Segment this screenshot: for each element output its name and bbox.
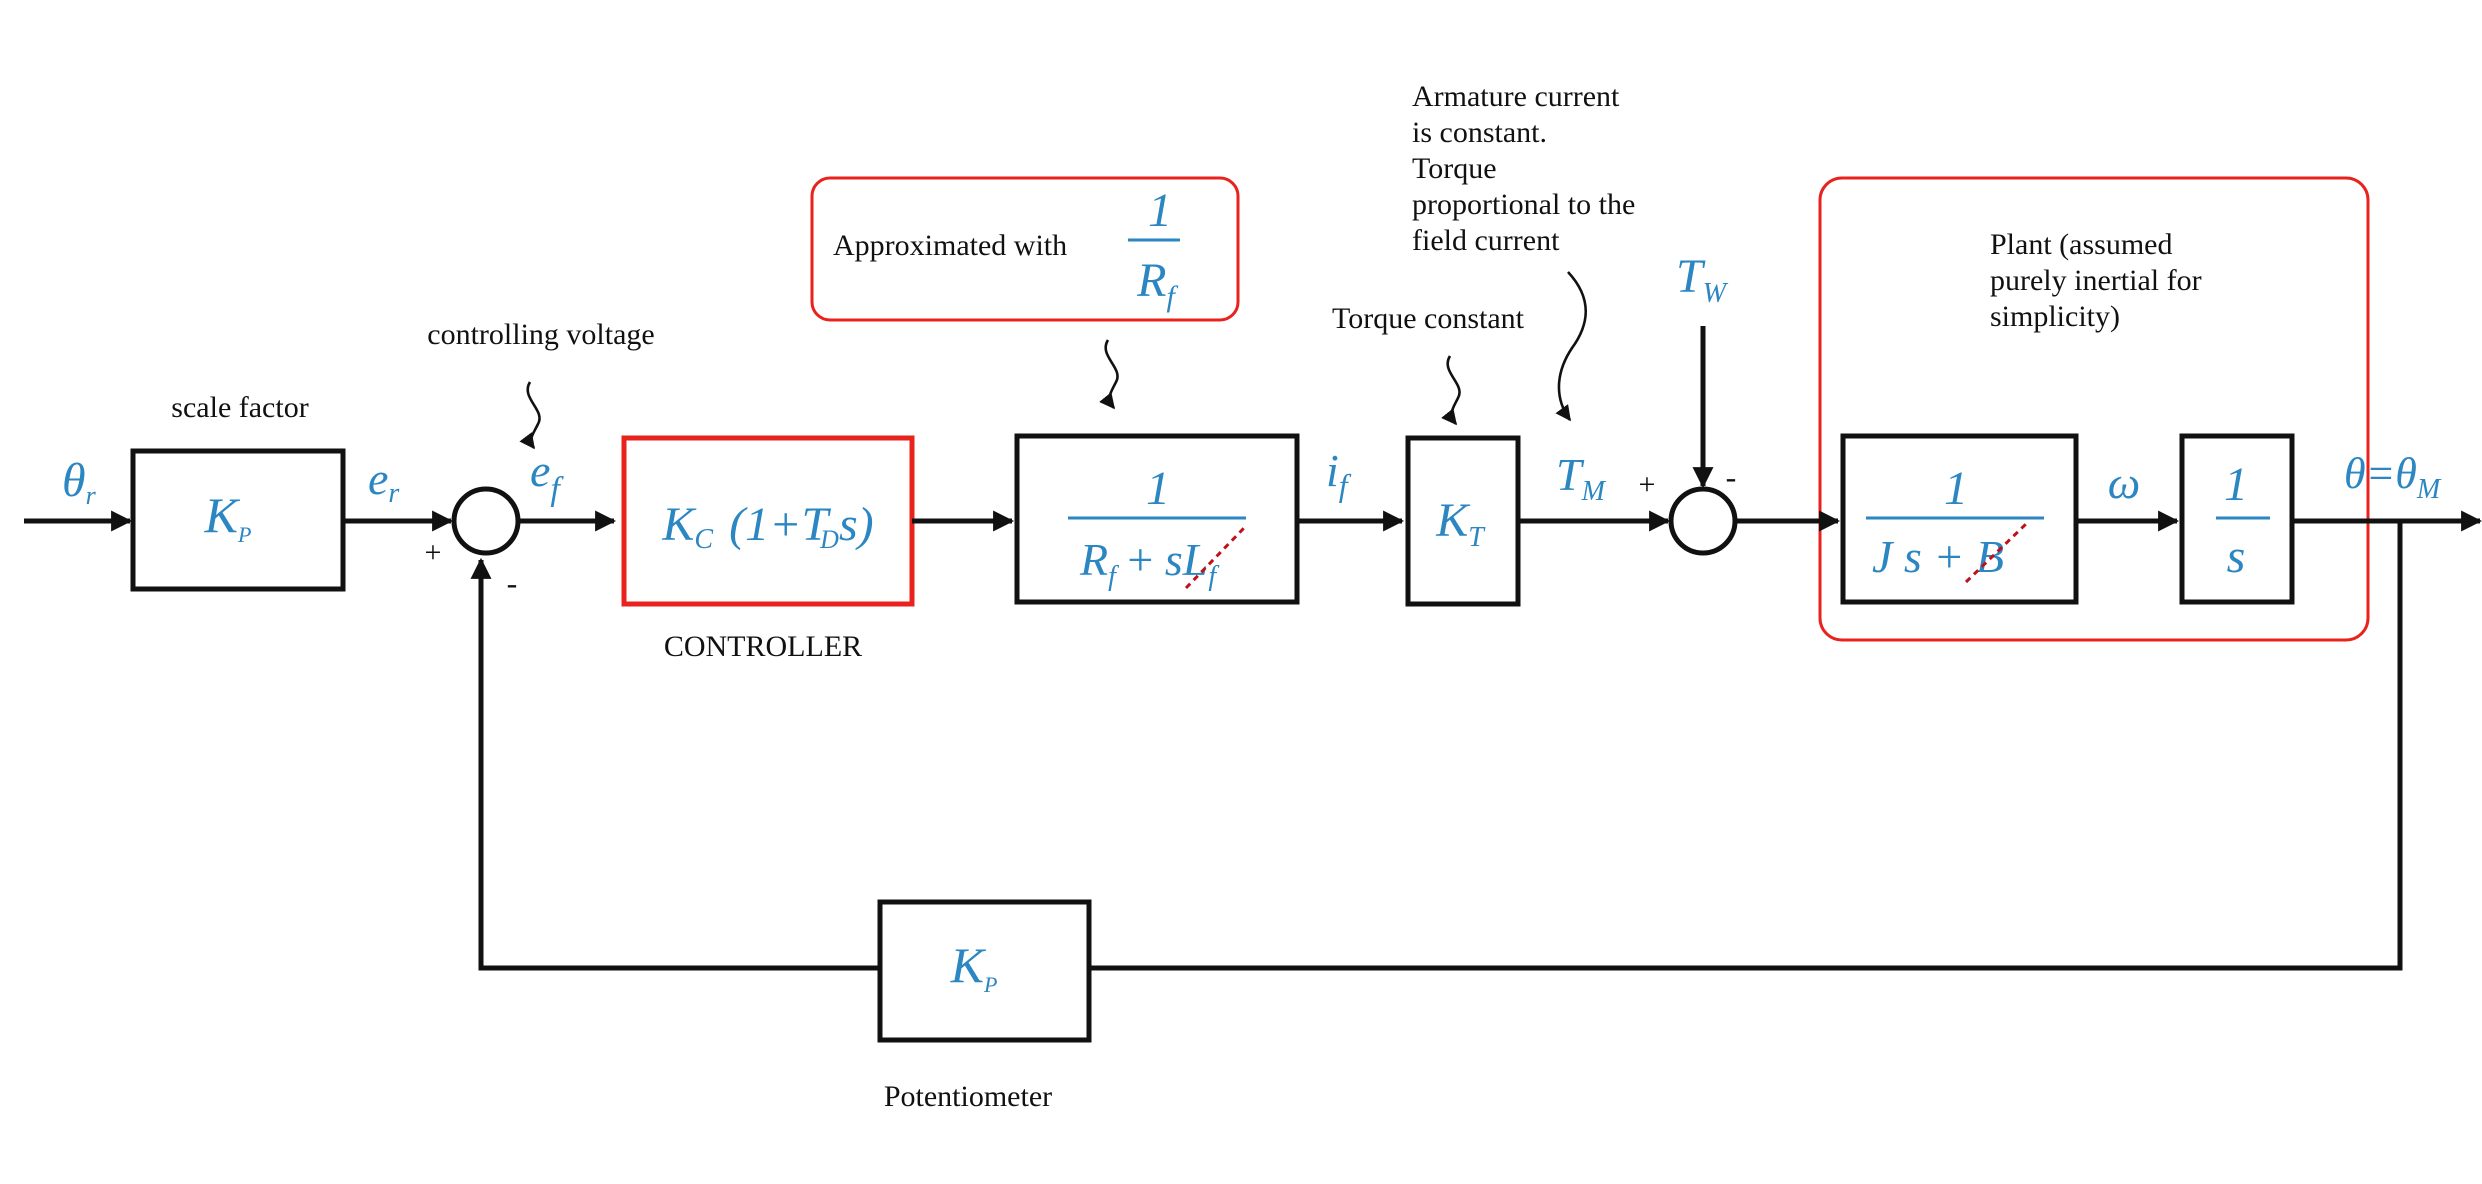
field-denominator: Rf + sLf <box>1079 534 1219 592</box>
field-numerator: 1 <box>1146 462 1170 515</box>
potentiometer-gain: KP <box>950 937 998 997</box>
sum2-plus-sign: + <box>1639 468 1656 501</box>
t-w-label: TW <box>1676 250 1729 309</box>
armature-note-pointer <box>1555 271 1588 422</box>
integrator-numerator: 1 <box>2224 458 2248 511</box>
potentiometer-label: Potentiometer <box>884 1080 1052 1113</box>
approx-denominator: Rf <box>1136 254 1178 313</box>
omega-label: ω <box>2108 457 2140 508</box>
potentiometer-block <box>877 899 1092 1043</box>
scale-factor-gain: KP <box>204 487 252 547</box>
controller-label: CONTROLLER <box>664 630 862 663</box>
theta-r-label: θr <box>62 454 97 510</box>
inertia-damping-strike <box>1964 522 2028 584</box>
approximated-with-label: Approximated with <box>833 229 1067 262</box>
torque-constant-pointer <box>1441 355 1461 426</box>
approx-numerator: 1 <box>1148 184 1172 237</box>
plant-highlight-frame <box>1818 176 2370 642</box>
inertia-numerator: 1 <box>1944 462 1968 515</box>
scale-factor-label: scale factor <box>171 391 308 424</box>
feedback-wire-in <box>470 557 880 971</box>
approximation-callout-frame <box>810 176 1240 322</box>
sum2-minus-sign: - <box>1726 459 1737 495</box>
field-inductance-strike <box>1184 526 1246 590</box>
i-f-label: if <box>1326 445 1352 503</box>
plant-note: Plant (assumed purely inertial for simpl… <box>1990 228 2209 333</box>
feedback-wire-out <box>1089 521 2403 971</box>
t-m-label: TM <box>1556 449 1607 507</box>
torque-constant-label: Torque constant <box>1332 302 1525 335</box>
e-f-label: ef <box>530 445 564 508</box>
integrator-denominator: s <box>2227 530 2246 583</box>
controlling-voltage-label: controlling voltage <box>427 318 654 351</box>
torque-constant-gain: KT <box>1435 494 1486 553</box>
theta-output-label: θ=θM <box>2344 449 2442 505</box>
scale-factor-block <box>130 448 346 592</box>
armature-note: Armature current is constant. Torque pro… <box>1412 80 1643 257</box>
sum1-plus-sign: + <box>425 536 442 569</box>
sum1-minus-sign: - <box>507 565 518 601</box>
inertia-denominator: J s + B <box>1872 531 2004 582</box>
approximation-pointer <box>1099 339 1119 410</box>
summing-junction-error <box>451 486 521 556</box>
e-r-label: er <box>368 453 399 509</box>
controller-expression: KC(1+TDs) <box>661 498 873 555</box>
summing-junction-torque <box>1668 486 1738 556</box>
controlling-voltage-pointer <box>519 381 541 450</box>
